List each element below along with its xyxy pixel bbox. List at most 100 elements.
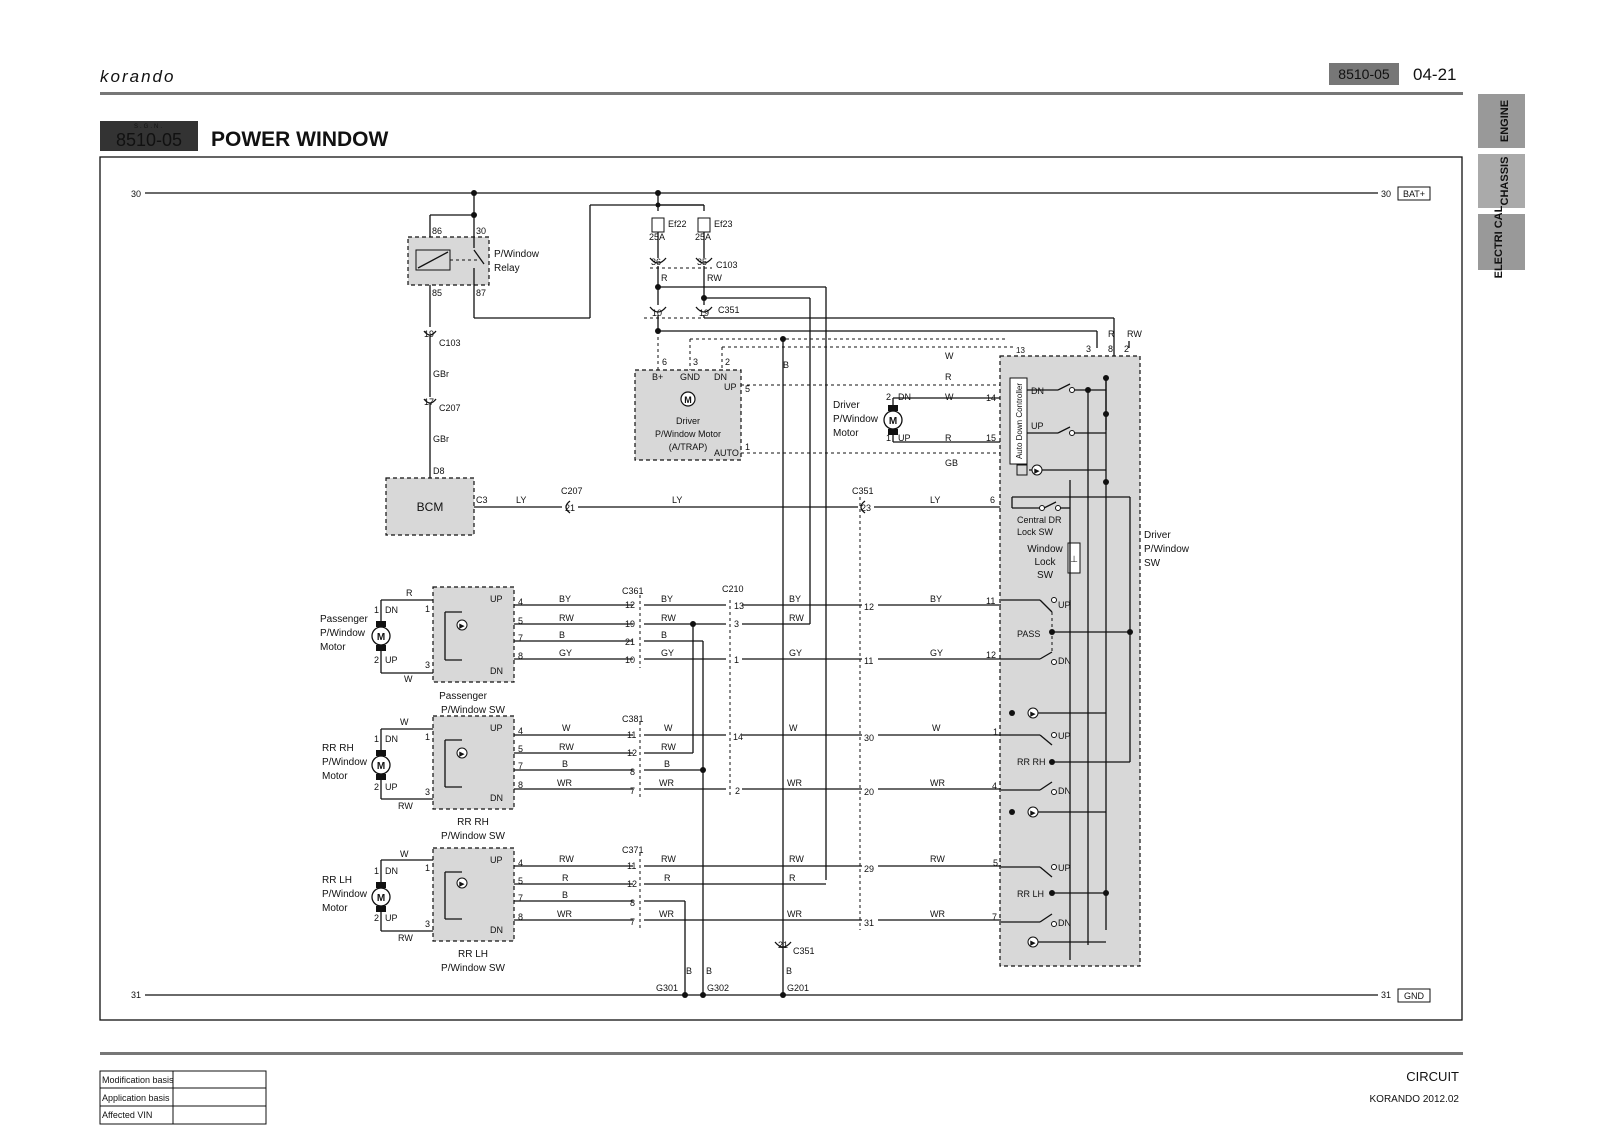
svg-text:UP: UP [724, 382, 737, 392]
svg-text:Driver: Driver [676, 416, 700, 426]
svg-text:7: 7 [518, 893, 523, 903]
svg-text:36: 36 [651, 257, 661, 267]
svg-text:Application basis: Application basis [102, 1093, 170, 1103]
ground-points: B B B G301 G302 G201 21 C351 [656, 940, 815, 998]
tab-electrical-label: ELECTRI CAL [1493, 205, 1505, 278]
svg-text:RR LH: RR LH [1017, 889, 1044, 899]
svg-text:Affected VIN: Affected VIN [102, 1110, 152, 1120]
svg-text:10: 10 [625, 655, 635, 665]
svg-text:B: B [562, 890, 568, 900]
relay-pin-87: 87 [476, 288, 486, 298]
svg-text:RW: RW [661, 613, 676, 623]
svg-text:B: B [686, 966, 692, 976]
svg-text:13: 13 [734, 601, 744, 611]
svg-text:W: W [400, 849, 409, 859]
relay-pin-86: 86 [432, 226, 442, 236]
driver-motor: Driver P/Window Motor M 2 DN 1 UP W R 14… [833, 346, 1025, 468]
svg-text:BY: BY [930, 594, 942, 604]
svg-text:UP: UP [490, 594, 503, 604]
svg-text:Motor: Motor [320, 642, 346, 653]
svg-text:▶: ▶ [459, 623, 465, 630]
svg-text:11: 11 [864, 656, 873, 666]
page-number: 04-21 [1413, 65, 1456, 84]
svg-text:Passenger: Passenger [320, 614, 368, 625]
svg-text:WR: WR [930, 909, 945, 919]
svg-text:21: 21 [778, 940, 788, 950]
relay-label-1: P/Window [494, 249, 540, 260]
svg-text:7: 7 [518, 633, 523, 643]
svg-text:DN: DN [1058, 786, 1071, 796]
svg-text:B+: B+ [652, 372, 663, 382]
bat-plus-label: BAT+ [1403, 189, 1425, 199]
svg-text:GBr: GBr [433, 434, 449, 444]
svg-text:SW: SW [1037, 570, 1054, 581]
svg-text:25A: 25A [695, 232, 711, 242]
svg-text:3: 3 [734, 619, 739, 629]
svg-text:R: R [945, 433, 952, 443]
svg-text:RW: RW [789, 854, 804, 864]
svg-text:1: 1 [425, 863, 430, 873]
svg-text:2: 2 [374, 913, 379, 923]
svg-text:RW: RW [661, 854, 676, 864]
svg-text:RW: RW [559, 854, 574, 864]
svg-text:LY: LY [516, 495, 526, 505]
svg-text:23: 23 [861, 503, 871, 513]
svg-text:12: 12 [627, 879, 637, 889]
svg-text:8: 8 [518, 780, 523, 790]
svg-text:W: W [945, 392, 954, 402]
svg-text:6: 6 [662, 357, 667, 367]
svg-text:1: 1 [734, 655, 739, 665]
svg-text:R: R [664, 873, 671, 883]
svg-text:WR: WR [557, 909, 572, 919]
tab-chassis[interactable] [1478, 154, 1525, 208]
svg-text:P/Window: P/Window [1144, 544, 1190, 555]
svg-text:R: R [1108, 329, 1115, 339]
svg-text:D8: D8 [433, 466, 445, 476]
rail-bottom-num-right: 31 [1381, 990, 1391, 1000]
svg-text:C103: C103 [439, 338, 461, 348]
svg-text:▶: ▶ [1030, 711, 1036, 718]
svg-text:▶: ▶ [1030, 940, 1036, 947]
svg-text:W: W [664, 723, 673, 733]
svg-text:GY: GY [789, 648, 802, 658]
svg-text:GY: GY [559, 648, 572, 658]
svg-text:B: B [562, 759, 568, 769]
svg-text:GND: GND [680, 372, 701, 382]
relay-pin-30: 30 [476, 226, 486, 236]
svg-text:UP: UP [385, 782, 398, 792]
svg-text:RW: RW [789, 613, 804, 623]
svg-text:12: 12 [864, 602, 874, 612]
svg-text:Motor: Motor [322, 903, 348, 914]
svg-text:B: B [706, 966, 712, 976]
svg-text:P/Window SW: P/Window SW [441, 705, 505, 716]
svg-text:C207: C207 [439, 403, 461, 413]
svg-text:RW: RW [398, 933, 413, 943]
svg-text:1: 1 [886, 433, 891, 443]
title-code-badge [100, 121, 198, 151]
svg-text:W: W [562, 723, 571, 733]
tab-electrical[interactable] [1478, 214, 1525, 270]
svg-text:RR LH: RR LH [458, 949, 488, 960]
svg-text:5: 5 [518, 876, 523, 886]
svg-text:LY: LY [672, 495, 682, 505]
svg-text:RW: RW [930, 854, 945, 864]
tab-engine[interactable] [1478, 94, 1525, 148]
rail-bottom-num-left: 31 [131, 990, 141, 1000]
svg-text:WR: WR [787, 778, 802, 788]
svg-text:Driver: Driver [833, 400, 860, 411]
svg-text:B: B [661, 630, 667, 640]
svg-text:RR RH: RR RH [457, 817, 489, 828]
svg-text:M: M [377, 893, 385, 904]
svg-text:20: 20 [864, 787, 874, 797]
diagram-frame [99, 156, 1463, 1021]
svg-text:11: 11 [627, 730, 636, 740]
svg-text:Modification basis: Modification basis [102, 1075, 174, 1085]
svg-text:4: 4 [518, 858, 523, 868]
svg-text:BY: BY [559, 594, 571, 604]
svg-text:19: 19 [699, 308, 709, 318]
svg-text:3: 3 [1086, 344, 1091, 354]
svg-text:4: 4 [992, 781, 997, 791]
revision-table: Modification basis Application basis Aff… [99, 1070, 267, 1125]
svg-text:RW: RW [707, 273, 722, 283]
svg-text:WR: WR [659, 909, 674, 919]
